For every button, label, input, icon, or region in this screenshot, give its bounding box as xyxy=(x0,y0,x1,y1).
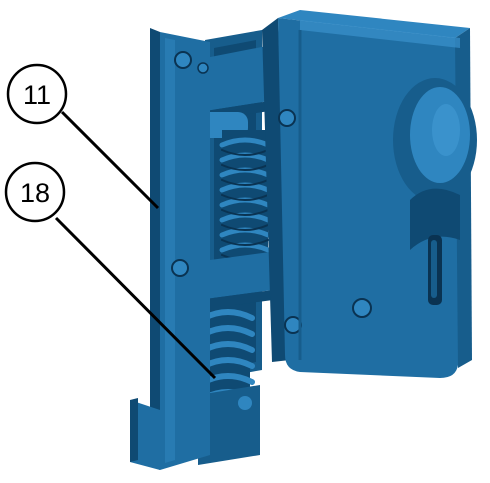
front-bracket xyxy=(130,28,210,470)
callout-circle-11 xyxy=(6,63,68,125)
callout-11: 11 xyxy=(6,63,160,210)
latch-assembly xyxy=(130,10,477,470)
lower-back-plate xyxy=(198,385,260,465)
callout-label-11: 11 xyxy=(23,80,51,110)
callout-label-18: 18 xyxy=(20,178,50,208)
middle-cross-bar xyxy=(195,250,288,310)
callout-circle-18 xyxy=(4,161,66,223)
latch-housing xyxy=(262,10,477,378)
leader-line-11 xyxy=(60,110,160,210)
callout-18: 18 xyxy=(4,161,217,380)
leader-line-18 xyxy=(54,216,217,380)
